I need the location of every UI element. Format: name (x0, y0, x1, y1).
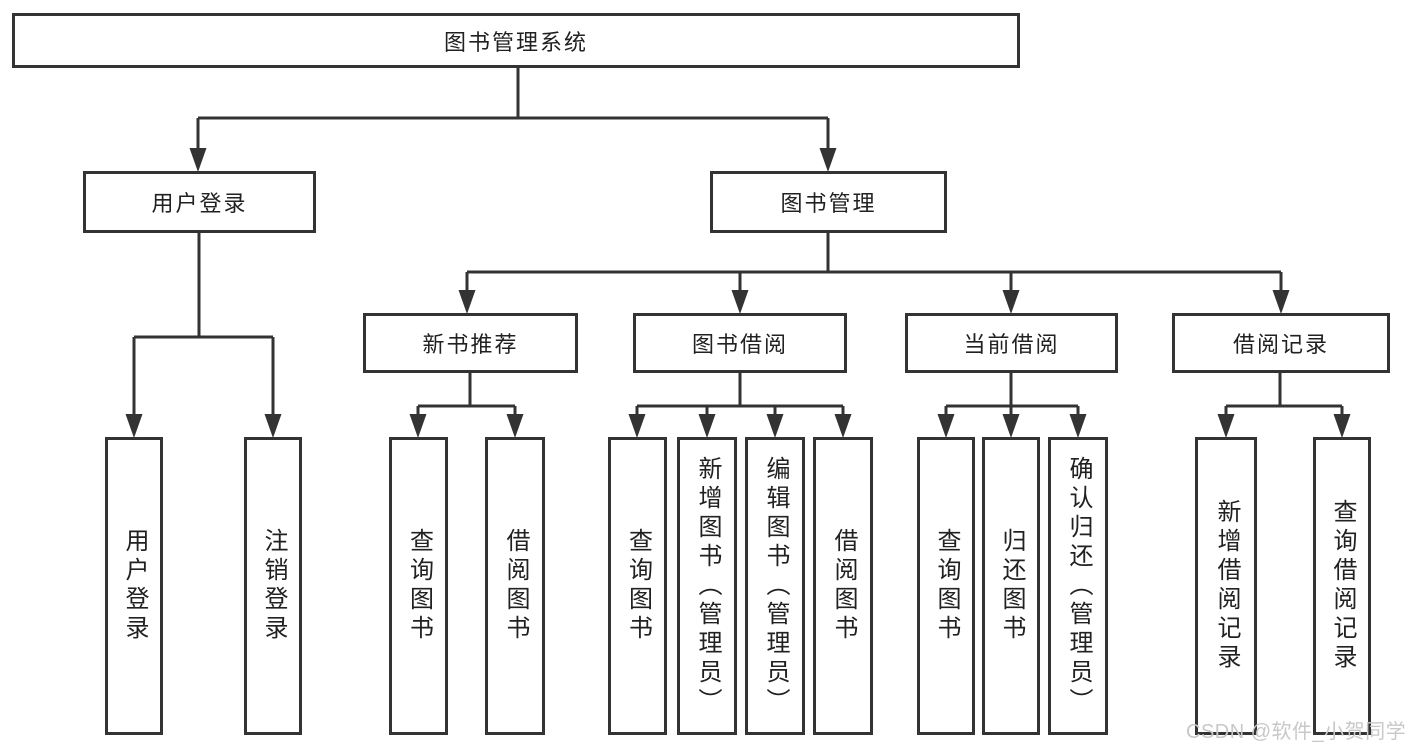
connector-book-management-to-level3 (458, 233, 1290, 314)
node-book-management: 图书管理 (710, 171, 947, 233)
connector-current-borrowing-to-leaves (937, 373, 1087, 438)
leaf-user-login: 用户登录 (105, 437, 163, 735)
leaf-query-books-current: 查询图书 (917, 437, 975, 735)
node-book-borrowing: 图书借阅 (633, 313, 847, 373)
leaf-return-book: 归还图书 (982, 437, 1040, 735)
leaf-query-borrow-record: 查询借阅记录 (1313, 437, 1371, 735)
watermark: CSDN @软件_小贺同学 (1186, 721, 1405, 743)
leaf-borrow-books-borrowing: 借阅图书 (813, 437, 873, 735)
leaf-confirm-return-admin: 确认归还（管理员） (1048, 437, 1108, 735)
leaf-query-books-recommend: 查询图书 (389, 437, 448, 735)
connector-root-to-level2 (189, 68, 837, 172)
node-user-login: 用户登录 (83, 171, 316, 233)
node-new-book-recommend: 新书推荐 (363, 313, 578, 373)
node-current-borrowing: 当前借阅 (905, 313, 1118, 373)
leaf-add-book-admin: 新增图书（管理员） (677, 437, 737, 735)
leaf-logout: 注销登录 (244, 437, 302, 735)
connector-book-borrowing-to-leaves (628, 373, 852, 438)
leaf-add-borrow-record: 新增借阅记录 (1195, 437, 1257, 735)
node-root: 图书管理系统 (12, 13, 1020, 68)
connector-user-login-to-leaves (125, 233, 282, 438)
connector-borrowing-records-to-leaves (1217, 373, 1351, 438)
connector-new-book-recommend-to-leaves (409, 373, 524, 438)
leaf-edit-book-admin: 编辑图书（管理员） (745, 437, 805, 735)
node-borrowing-records: 借阅记录 (1172, 313, 1390, 373)
leaf-borrow-books-recommend: 借阅图书 (485, 437, 545, 735)
leaf-query-books-borrowing: 查询图书 (608, 437, 667, 735)
